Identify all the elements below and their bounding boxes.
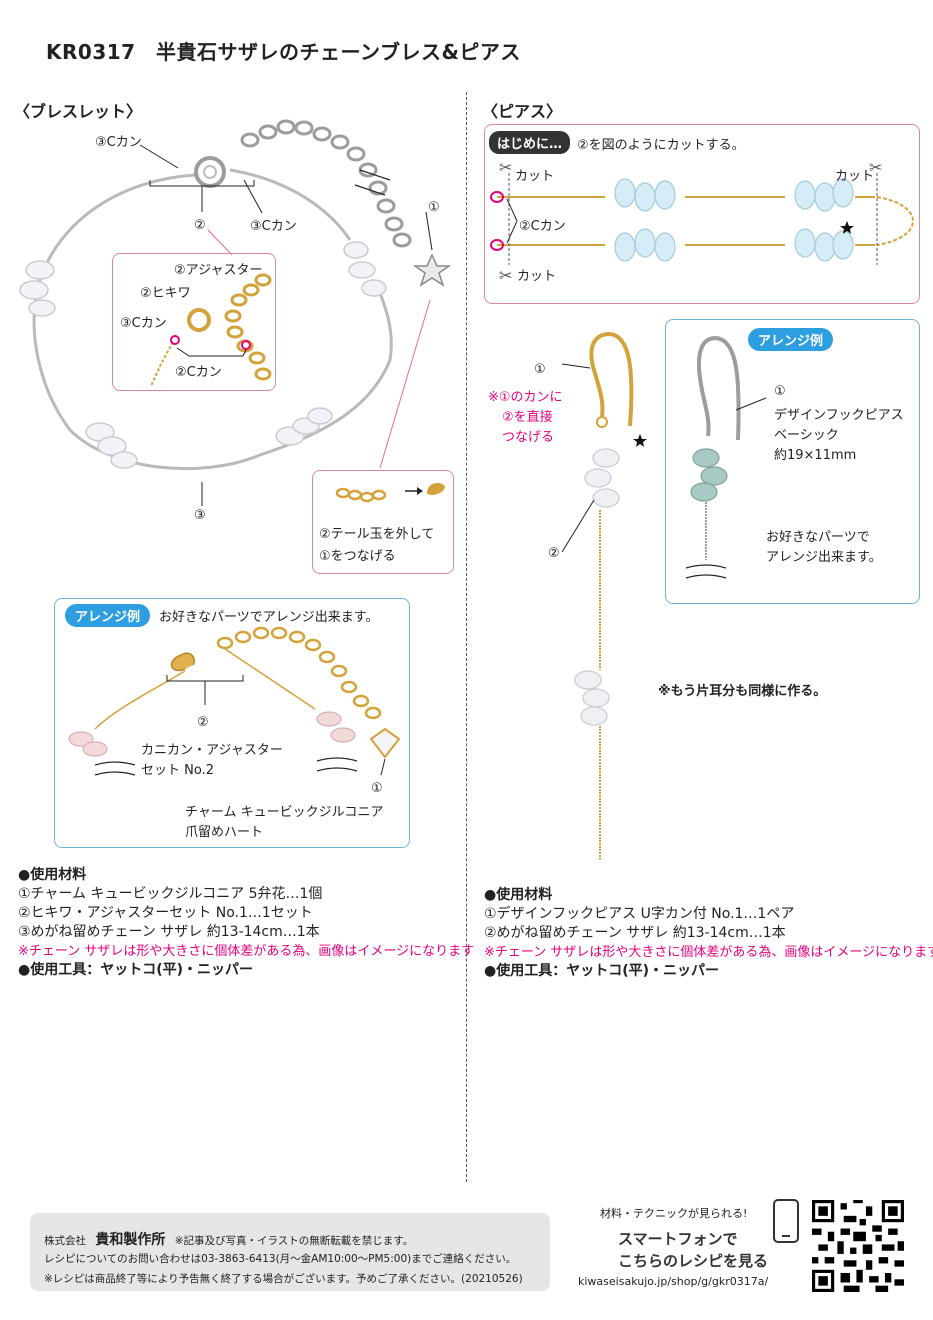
intro-tag: はじめに… — [489, 131, 571, 154]
pierce-arrange-name-3: 約19×11mm — [774, 448, 857, 463]
lobster-clasp — [170, 652, 195, 672]
bracelet-arrange-tag: アレンジ例 — [65, 604, 151, 627]
bracelet-material-item: ②ヒキワ・アジャスターセット No.1…1セット — [18, 905, 313, 921]
spring-ring — [194, 156, 226, 188]
arrange-part2-label: ② — [197, 715, 209, 730]
pierce-arrange-name-1: デザインフックピアス — [774, 408, 904, 423]
part2-label: ② — [194, 218, 206, 233]
pierce-arrange-tag: アレンジ例 — [748, 328, 834, 351]
star-charm — [412, 253, 452, 287]
pierce-arrange-box: アレンジ例 ① デザインフックピアス ベーシック 約19×11mm お好きなパー… — [665, 319, 920, 604]
intro-c-kan: ②Cカン — [519, 219, 566, 234]
bracelet-material-note: ※チェーン サザレは形や大きさに個体差がある為、画像はイメージになります — [18, 944, 475, 959]
page-title: KR0317 半貴石サザレのチェーンブレス&ピアス — [46, 40, 521, 64]
cut-right: カット — [835, 169, 875, 184]
qr-code[interactable] — [812, 1200, 904, 1292]
smartphone-line2: こちらのレシピを見る — [618, 1252, 769, 1270]
bracelet-heading: 〈ブレスレット〉 — [14, 102, 143, 121]
arrange-part2-name-2: セット No.2 — [141, 763, 214, 778]
bracelet-material-item: ①チャーム キュービックジルコニア 5弁花…1個 — [18, 886, 323, 902]
gold-adjuster-chain — [224, 273, 272, 381]
blue-stone-chips — [614, 178, 854, 262]
pierce-arrange-text-2: アレンジ出来ます。 — [766, 550, 882, 565]
tail-note-line2: ①をつなげる — [319, 549, 396, 564]
bracelet-illustration — [19, 119, 452, 506]
scissors-icon: ✂ — [499, 266, 512, 285]
scissors-icon: ✂ — [869, 158, 882, 177]
recipe-url[interactable]: kiwaseisakujo.jp/shop/g/gkr0317a/ — [578, 1275, 769, 1288]
smartphone-line1: スマートフォンで — [618, 1230, 738, 1248]
footer: 株式会社 貴和製作所 ※記事及び写真・イラストの無断転載を禁じます。 レシピにつ… — [30, 1213, 550, 1291]
gold-chains — [497, 196, 914, 246]
tail-note-line1: ②テール玉を外して — [319, 527, 435, 542]
pierce-part1-label: ① — [534, 362, 546, 377]
pierce-illustration — [561, 332, 647, 860]
cut-left-top: カット — [515, 169, 555, 184]
pierce-note-1: ※①のカンに — [488, 390, 563, 405]
part3-label: ③ — [194, 508, 206, 523]
clear-chips — [574, 448, 620, 726]
pierce-part2-label: ② — [548, 546, 560, 561]
pierce-material-item: ②めがね留めチェーン サザレ 約13-14cm…1本 — [484, 925, 786, 941]
bracelet-material-item: ③めがね留めチェーン サザレ 約13-14cm…1本 — [18, 924, 320, 940]
bracelet-arrange-text: お好きなパーツでアレンジ出来ます。 — [159, 610, 379, 625]
pierce-intro-box: ✂ ✂ ✂ はじめに… ②を図のようにカットする。 カット カット カット ②C… — [484, 124, 920, 304]
cut-left-bottom: カット — [517, 269, 557, 284]
pierce-note-2: ②を直接 — [502, 410, 553, 425]
tail-ball — [427, 483, 445, 495]
pierce-note-3: つなげる — [502, 430, 555, 445]
pierce-heading: 〈ピアス〉 — [482, 102, 563, 121]
pierce-arrange-name-2: ベーシック — [774, 428, 839, 443]
pierce-arrange-text-1: お好きなパーツで — [766, 530, 870, 545]
gold-spring-ring — [187, 308, 211, 332]
company-name: 貴和製作所 — [95, 1232, 166, 1248]
star-mark — [633, 434, 647, 447]
gold-hook — [589, 332, 634, 427]
end-note: ※レシピは商品終了等により予告無く終了する場合がございます。予めご了承ください。… — [44, 1273, 523, 1285]
heart-charm — [369, 727, 401, 759]
smartphone-caption: 材料・テクニックが見られる! — [600, 1207, 748, 1220]
pierce-materials-heading: ●使用材料 — [484, 887, 553, 903]
contact-line: レシピについてのお問い合わせは03-3863-6413(月〜金AM10:00〜P… — [44, 1253, 517, 1265]
c-kan-label-top-left: ③Cカン — [95, 135, 142, 150]
pierce-tools: ●使用工具：ヤットコ(平)・ニッパー — [484, 963, 720, 979]
silver-hook — [696, 336, 741, 441]
amazonite-chips — [690, 448, 728, 502]
company-prefix: 株式会社 — [44, 1235, 86, 1247]
c-kan-label-top-right: ③Cカン — [250, 219, 297, 234]
scissors-icon: ✂ — [499, 158, 512, 177]
bracelet-chain-right — [229, 168, 352, 241]
intro-text: ②を図のようにカットする。 — [577, 138, 745, 153]
bracelet-tools: ●使用工具：ヤットコ(平)・ニッパー — [18, 962, 254, 978]
star-mark — [840, 221, 854, 234]
c-kan-3-label: ③Cカン — [120, 316, 167, 331]
tail-note-box: ②テール玉を外して ①をつなげる — [312, 470, 454, 574]
clasp-detail-box — [112, 253, 276, 391]
section-divider — [466, 92, 467, 1182]
pierce-arrange-part1: ① — [774, 384, 786, 399]
bracelet-arrange-box: アレンジ例 お好きなパーツでアレンジ出来ます。 ② カニカン・アジャスター セッ… — [54, 598, 410, 848]
arrange-part2-name-1: カニカン・アジャスター — [141, 743, 283, 758]
bracelet-materials-heading: ●使用材料 — [18, 867, 87, 883]
break-mark — [354, 169, 391, 196]
hikiwa-label: ②ヒキワ — [140, 286, 191, 301]
rose-quartz-chips — [68, 711, 356, 757]
arrange-part1-name-1: チャーム キュービックジルコニア — [185, 805, 384, 820]
stone-chips — [19, 241, 387, 469]
adjuster-label: ②アジャスター — [174, 263, 263, 278]
pierce-material-note: ※チェーン サザレは形や大きさに個体差がある為、画像はイメージになります — [484, 945, 933, 960]
copyright-note: ※記事及び写真・イラストの無断転載を禁じます。 — [174, 1235, 414, 1247]
arrange-part1-label: ① — [371, 781, 383, 796]
pierce-material-item: ①デザインフックピアス U字カン付 No.1…1ペア — [484, 906, 795, 922]
other-ear-note: ※もう片耳分も同様に作る。 — [658, 684, 827, 699]
arrange-part1-name-2: 爪留めハート — [185, 825, 264, 840]
bracelet-materials: ●使用材料 ①チャーム キュービックジルコニア 5弁花…1個 ②ヒキワ・アジャス… — [18, 866, 474, 980]
c-kan-2-label: ②Cカン — [175, 365, 222, 380]
pierce-materials: ●使用材料 ①デザインフックピアス U字カン付 No.1…1ペア ②めがね留めチ… — [484, 886, 933, 981]
smartphone-icon — [773, 1199, 799, 1243]
part1-label: ① — [428, 200, 440, 215]
adjuster-chain — [240, 119, 412, 248]
